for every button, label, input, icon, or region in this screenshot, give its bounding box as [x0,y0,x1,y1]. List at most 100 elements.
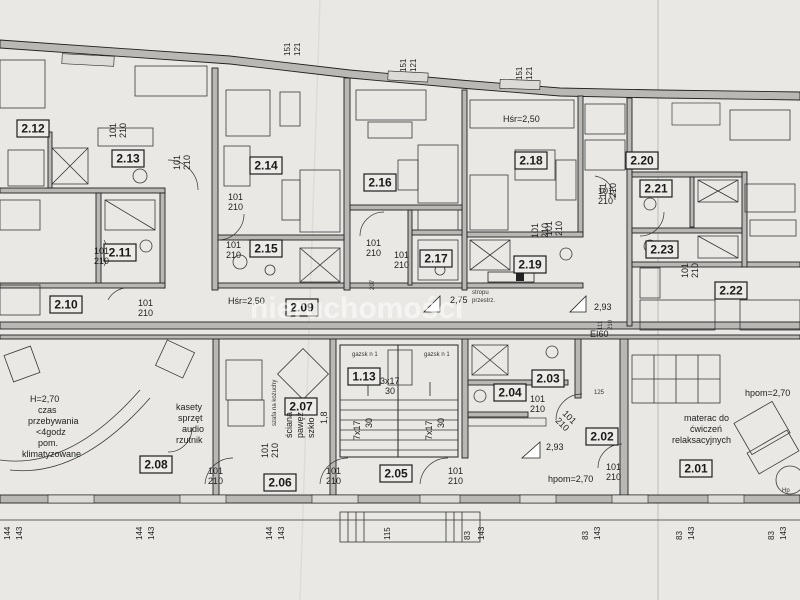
partition-wall [159,192,166,289]
room-number: 2.08 [144,458,168,472]
room-label: 2.11 [103,243,137,262]
window [387,70,429,83]
room-number: 2.11 [109,246,132,260]
room-note: klimatyzowane [22,449,81,459]
room-label: 2.14 [249,156,283,175]
door-width: 101 [326,466,341,476]
level-value: 2,93 [546,442,564,452]
small-note: stropu [472,290,489,296]
height-note: Hśr=2,50 [503,114,540,124]
room-number: 2.07 [289,400,313,414]
window [419,494,461,504]
walls [0,39,800,504]
door-width: 101 [544,221,554,236]
window-dimension: 83 [581,531,590,540]
room-number: 1.13 [352,370,376,384]
partition-wall [0,334,800,340]
door-width: 101 [530,223,540,238]
room-label: 2.07 [284,397,318,416]
room-label: 2.05 [379,464,413,483]
door-width: 101 [228,192,243,202]
door-width: 101 [260,443,270,458]
partition-wall [217,282,345,289]
room-label-box [625,151,659,170]
corridor-wall [0,321,800,330]
room-number: 2.04 [498,386,522,400]
partition-wall [47,131,53,189]
height-note: Hśr=2,50 [228,296,265,306]
partition-wall [631,171,743,178]
door-width: 101 [598,186,613,196]
room-number: 2.09 [290,301,314,315]
level-value: 2,75 [450,295,468,305]
room-label-box [263,473,297,492]
door-height: 210 [118,123,128,138]
door-height: 210 [228,202,243,212]
stairs-note: 30 [364,418,374,428]
room-label-box [249,239,283,258]
door-height: 210 [138,308,153,318]
door-width: 101 [680,263,690,278]
wall-note: szkło [306,417,316,438]
room-label: 2.08 [139,455,173,474]
window [47,494,95,504]
partition-wall [461,89,468,291]
door-width: 101 [598,183,608,198]
wall-note: ściana [284,412,294,438]
room-number: 2.22 [719,284,743,298]
room-label-box [714,281,748,300]
room-label-box [419,249,453,268]
window-dimension: 115 [383,527,392,540]
room-number: 2.03 [536,372,560,386]
window-dimension: 143 [687,526,696,540]
width-note: 125 [594,390,605,396]
door-width: 101 [172,155,182,170]
partition-wall [741,171,748,268]
door-width: 101 [606,462,621,472]
room-label: 2.16 [363,173,397,192]
room-label-box [103,243,137,262]
room-number: 2.13 [116,152,140,166]
equipment-note: ćwiczeń [690,424,722,434]
watermark: nieruchomości [250,292,463,325]
window-dimension: 83 [767,531,776,540]
room-note: przebywania [28,416,79,426]
room-number: 2.12 [21,122,45,136]
room-label: 2.20 [625,151,659,170]
partition-wall [619,337,629,496]
room-label-box [139,455,173,474]
room-label-box [49,295,83,314]
door-width: 101 [226,240,241,250]
door-height: 210 [270,443,280,458]
window-dimension: 143 [277,526,286,540]
door-width: 101 [94,246,109,256]
room-label: 2.17 [419,249,453,268]
partition-wall [467,411,529,418]
partition-wall [466,282,584,289]
door-width: 101 [530,394,545,404]
door-swings [103,159,665,485]
equipment-note: kasety [176,402,203,412]
window-dimension: 144 [135,526,144,540]
window-dim-top: 151 [515,66,524,80]
wall-note: pawęż [295,411,305,438]
partition-wall [411,229,463,236]
windows-bottom [47,494,745,504]
window-dim-bottom: 121 [525,66,534,80]
stairs-note: 7x17 [424,420,434,440]
room-note: pom. [38,438,58,448]
door-height: 210 [326,476,341,486]
room-number: 2.23 [650,243,674,257]
room-label: 2.03 [531,369,565,388]
room-label-box [493,383,527,402]
door-width: 101 [366,238,381,248]
